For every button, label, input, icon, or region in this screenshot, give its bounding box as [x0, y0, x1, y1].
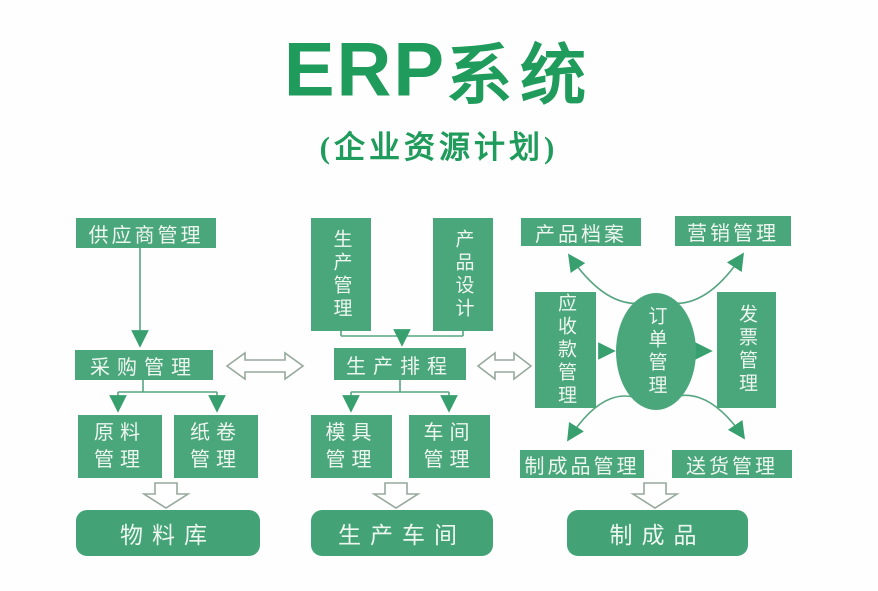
node-finished-goods-management: 制成品管理	[520, 450, 644, 478]
node-supplier-management: 供应商管理	[76, 218, 216, 248]
node-production-workshop: 生产车间	[311, 510, 493, 556]
node-invoice-management: 发票管理	[717, 292, 776, 408]
node-workshop-management: 车间管理	[409, 415, 490, 478]
node-marketing-management: 营销管理	[675, 216, 791, 246]
node-production-scheduling: 生产排程	[334, 348, 466, 380]
title-latin: ERP	[283, 27, 447, 113]
node-label: 物料库	[120, 523, 216, 548]
node-label: 发票管理	[736, 304, 757, 396]
node-label: 采购管理	[90, 356, 198, 379]
node-purchasing-management: 采购管理	[75, 350, 213, 380]
node-product-design: 产品设计	[433, 218, 493, 331]
node-label: 订单管理	[645, 305, 667, 398]
node-label: 生产管理	[330, 228, 352, 321]
branch-purchasing	[118, 380, 217, 393]
node-label: 生产车间	[338, 523, 466, 548]
node-material-warehouse: 物料库	[76, 510, 260, 556]
node-label: 供应商管理	[88, 224, 204, 247]
node-label: 制成品	[609, 523, 706, 548]
block-arrow-to-finished-goods	[630, 482, 680, 509]
block-arrow-to-material-warehouse	[141, 482, 191, 509]
page-subtitle: (企业资源计划)	[319, 130, 559, 165]
page-title: ERP系统	[0, 22, 878, 118]
node-label: 送货管理	[686, 455, 778, 478]
node-production-management: 生产管理	[311, 218, 371, 331]
node-paper-roll-management: 纸卷管理	[174, 415, 258, 478]
node-label: 生产排程	[346, 355, 454, 378]
title-cjk: 系统	[446, 40, 595, 113]
node-label: 纸卷管理	[190, 421, 242, 471]
node-label: 产品设计	[452, 228, 474, 321]
node-raw-material-management: 原料管理	[78, 415, 162, 478]
double-arrow-scheduling-receivables	[476, 351, 533, 381]
node-label: 应收款管理	[555, 292, 576, 408]
node-finished-goods: 制成品	[567, 510, 748, 556]
branch-scheduling	[351, 380, 449, 393]
branch-production-merge	[340, 331, 464, 337]
node-label: 产品档案	[535, 223, 627, 246]
node-label: 制成品管理	[524, 455, 640, 478]
block-arrow-to-production-workshop	[371, 482, 421, 509]
node-receivables-management: 应收款管理	[535, 292, 596, 408]
node-delivery-management: 送货管理	[672, 450, 792, 478]
node-product-archive: 产品档案	[521, 218, 641, 246]
node-label: 模具管理	[325, 421, 378, 471]
double-arrow-purchasing-scheduling	[225, 351, 305, 381]
node-mold-management: 模具管理	[311, 415, 392, 478]
node-label: 原料管理	[94, 421, 146, 471]
node-order-management: 订单管理	[616, 293, 696, 410]
node-label: 营销管理	[687, 222, 779, 245]
node-label: 车间管理	[423, 421, 476, 471]
